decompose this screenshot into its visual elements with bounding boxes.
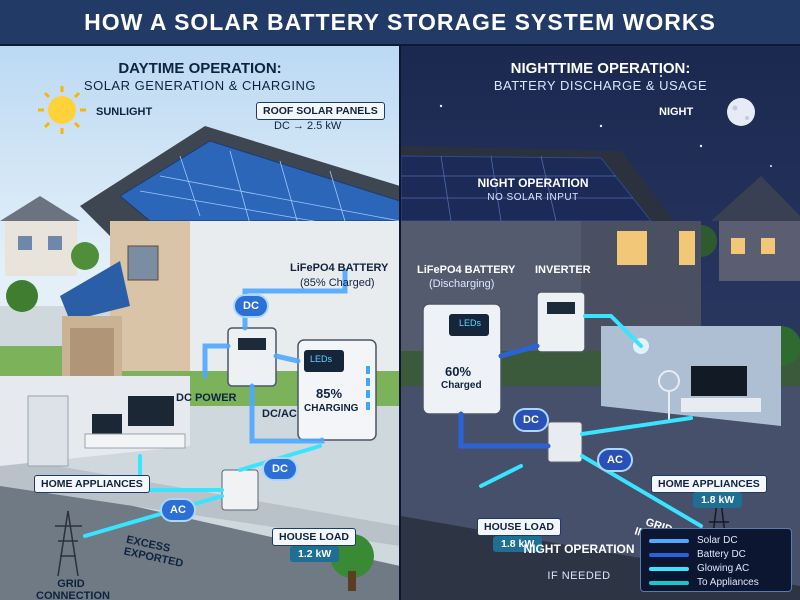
flow-legend: Solar DC Battery DC Glowing AC To Applia…	[640, 528, 792, 592]
dc-bubble-night: DC	[513, 408, 549, 432]
legend-swatch	[649, 539, 689, 543]
day-battery-state: (85% Charged)	[300, 277, 375, 289]
day-battery-percent: 85%	[316, 386, 342, 401]
day-battery-leds: LEDs	[310, 354, 332, 364]
legend-item: Glowing AC	[649, 563, 749, 574]
dc-power-label: DC POWER	[176, 392, 237, 404]
night-battery-label: LiFePO4 BATTERY	[417, 264, 515, 276]
dc-ac-label: DC/AC	[262, 408, 297, 420]
ac-bubble-day: AC	[160, 498, 196, 522]
legend-item: Battery DC	[649, 549, 746, 560]
night-battery-leds: LEDs	[459, 318, 481, 328]
night-operation-bottom-label: NIGHT OPERATION	[519, 542, 639, 556]
night-battery-status: Charged	[441, 380, 482, 391]
night-heading: NIGHTTIME OPERATION:	[401, 60, 800, 77]
dc-bubble-roof: DC	[233, 294, 269, 318]
day-house-load-tag: HOUSE LOAD	[272, 528, 356, 546]
inverter-label: INVERTER	[535, 264, 591, 276]
legend-label: Glowing AC	[697, 563, 749, 574]
legend-label: Solar DC	[697, 535, 738, 546]
legend-swatch	[649, 553, 689, 557]
roof-output-text: DC → 2.5 kW	[274, 120, 341, 132]
grid-connection-label: GRID CONNECTION	[36, 578, 106, 600]
roof-panels-tag: ROOF SOLAR PANELS	[256, 102, 385, 120]
nighttime-panel: NIGHTTIME OPERATION: BATTERY DISCHARGE &…	[401, 46, 800, 600]
if-needed-label: IF NEEDED	[519, 570, 639, 582]
night-subheading: BATTERY DISCHARGE & USAGE	[401, 78, 800, 93]
daytime-panel: DAYTIME OPERATION: SOLAR GENERATION & CH…	[0, 46, 400, 600]
sunlight-label: SUNLIGHT	[96, 106, 152, 118]
legend-label: To Appliances	[697, 577, 759, 588]
legend-item: Solar DC	[649, 535, 738, 546]
day-house-load-value: 1.2 kW	[290, 546, 339, 562]
night-battery-state: (Discharging)	[429, 278, 494, 290]
day-heading: DAYTIME OPERATION:	[0, 60, 400, 77]
ac-bubble-night: AC	[597, 448, 633, 472]
legend-swatch	[649, 567, 689, 571]
day-subheading: SOLAR GENERATION & CHARGING	[0, 78, 400, 93]
legend-item: To Appliances	[649, 577, 759, 588]
night-battery-percent: 60%	[445, 364, 471, 379]
day-battery-label: LiFePO4 BATTERY	[290, 262, 388, 274]
night-operation-label: NIGHT OPERATION	[453, 176, 613, 190]
night-home-appliances-tag: HOME APPLIANCES	[651, 475, 767, 493]
page-title: HOW A SOLAR BATTERY STORAGE SYSTEM WORKS	[0, 0, 800, 46]
no-solar-label: NO SOLAR INPUT	[453, 192, 613, 203]
night-label: NIGHT	[659, 106, 693, 118]
night-house-load-tag: HOUSE LOAD	[477, 518, 561, 536]
day-home-appliances-tag: HOME APPLIANCES	[34, 475, 150, 493]
legend-swatch	[649, 581, 689, 585]
day-battery-status: CHARGING	[304, 403, 358, 414]
night-home-appliances-value: 1.8 kW	[693, 492, 742, 508]
dc-bubble-battery: DC	[262, 457, 298, 481]
legend-label: Battery DC	[697, 549, 746, 560]
